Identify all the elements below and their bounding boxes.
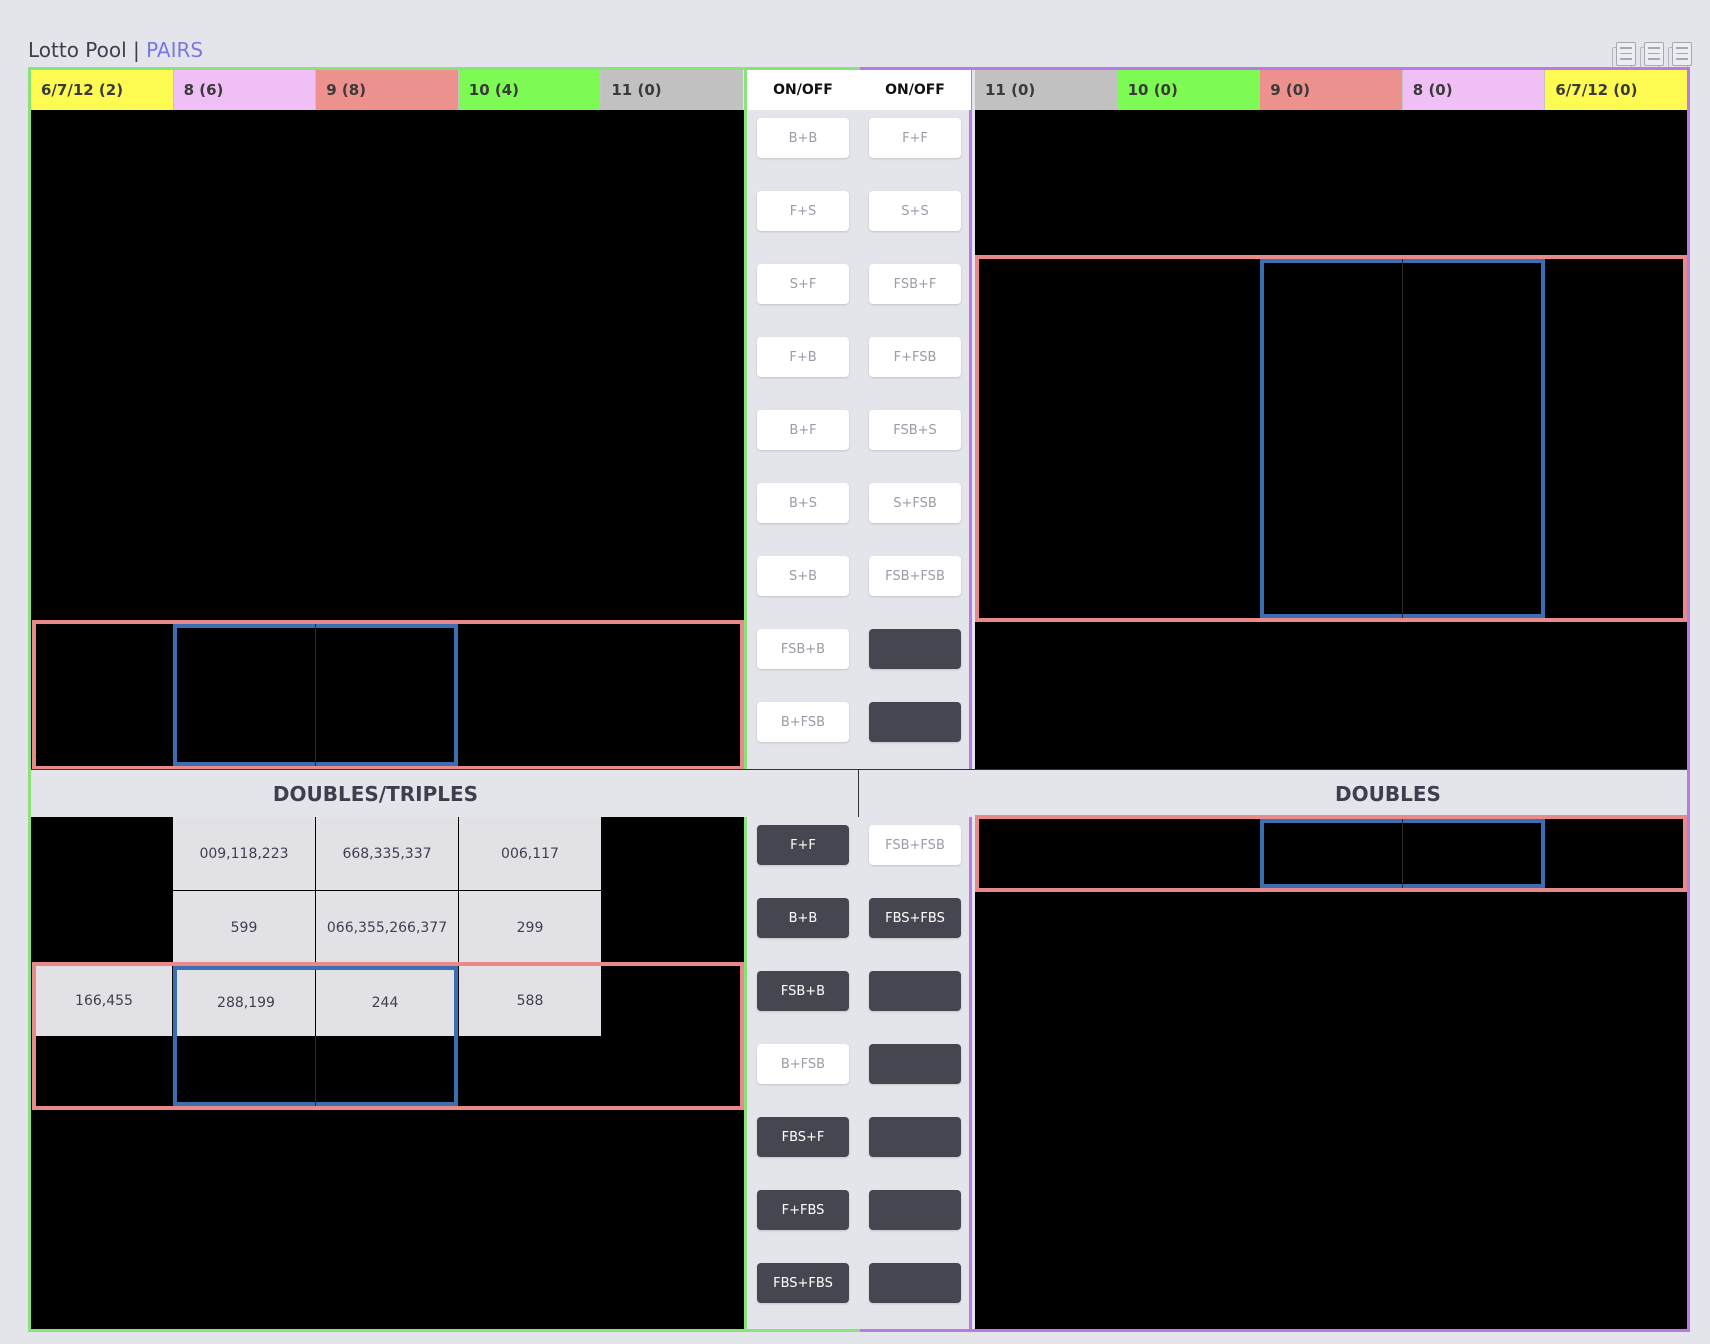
header-cell-8[interactable]: 8 (6) [173,70,317,110]
section-doubles: DOUBLES [859,769,1687,817]
toggle-f-b[interactable]: F+B [757,337,849,377]
toggle-s-fsb[interactable]: S+FSB [869,483,961,523]
toggle-f-f[interactable]: F+F [757,825,849,865]
toggle-empty[interactable] [869,1190,961,1230]
grid-divider [315,624,316,766]
grid-divider [1402,819,1403,888]
toggle-fsb-b[interactable]: FSB+B [757,971,849,1011]
toggle-s-f[interactable]: S+F [757,264,849,304]
header-cell-9[interactable]: 9 (8) [316,70,459,110]
grid-divider [315,1036,316,1106]
toggle-b-b[interactable]: B+B [757,118,849,158]
grid-cell[interactable]: 166,455 [36,966,172,1036]
toggle-fsb-fsb[interactable]: FSB+FSB [869,556,961,596]
header-cell-10[interactable]: 10 (0) [1117,70,1261,110]
copy-icon[interactable] [1640,42,1664,69]
grid-cell[interactable]: 668,335,337 [316,817,458,890]
header-cell-6-7-12[interactable]: 6/7/12 (0) [1545,70,1687,110]
toggle-f-fsb[interactable]: F+FSB [869,337,961,377]
page-subtitle: PAIRS [146,38,204,62]
grid-cell[interactable]: 599 [173,891,315,964]
page-title: Lotto Pool | PAIRS [28,38,203,62]
toggle-fsb-s[interactable]: FSB+S [869,410,961,450]
toggle-f-f[interactable]: F+F [869,118,961,158]
app-title: Lotto Pool [28,38,127,62]
section-title: DOUBLES/TRIPLES [272,781,479,806]
toggle-fbs-fbs[interactable]: FBS+FBS [757,1263,849,1303]
toggle-empty[interactable] [869,629,961,669]
toggle-s-b[interactable]: S+B [757,556,849,596]
section-title: DOUBLES [1335,781,1441,806]
toggle-fbs-fbs[interactable]: FBS+FBS [869,898,961,938]
toggle-fsb-b[interactable]: FSB+B [757,629,849,669]
toggle-b-fsb[interactable]: B+FSB [757,1044,849,1084]
toggle-f-fbs[interactable]: F+FBS [757,1190,849,1230]
toggle-fsb-fsb[interactable]: FSB+FSB [869,825,961,865]
toggle-b-s[interactable]: B+S [757,483,849,523]
header-cell-10[interactable]: 10 (4) [458,70,602,110]
toggle-b-f[interactable]: B+F [757,410,849,450]
toggle-fsb-f[interactable]: FSB+F [869,264,961,304]
section-doubles-triples: DOUBLES/TRIPLES [31,769,859,817]
right-panel-frame [860,67,1690,1332]
toggle-fbs-f[interactable]: FBS+F [757,1117,849,1157]
grid-cell[interactable]: 006,117 [459,817,601,890]
toggle-b-b[interactable]: B+B [757,898,849,938]
doubles-grid [975,817,1687,1329]
header-cell-11[interactable]: 11 (0) [601,70,743,110]
grid-cell[interactable]: 288,199 [177,970,315,1036]
copy-icon[interactable] [1668,42,1692,69]
grid-cell[interactable]: 588 [459,966,601,1036]
header-cell-9[interactable]: 9 (0) [1260,70,1403,110]
top-toolbar [1612,42,1692,69]
toggle-s-s[interactable]: S+S [869,191,961,231]
toggle-b-fsb[interactable]: B+FSB [757,702,849,742]
header-cell-6-7-12[interactable]: 6/7/12 (2) [31,70,174,110]
grid-cell[interactable]: 009,118,223 [173,817,315,890]
toggle-empty[interactable] [869,971,961,1011]
title-separator: | [126,38,147,62]
grid-divider [1402,259,1403,618]
toggle-empty[interactable] [869,1117,961,1157]
left-panel-frame [28,67,860,1332]
left-header-row: 6/7/12 (2) 8 (6) 9 (8) 10 (4) 11 (0) [31,70,743,110]
grid-cell[interactable]: 244 [316,970,454,1036]
toggle-empty[interactable] [869,702,961,742]
toggle-f-s[interactable]: F+S [757,191,849,231]
header-cell-11[interactable]: 11 (0) [975,70,1118,110]
left-pairs-grid [31,110,744,769]
right-header-row: 11 (0) 10 (0) 9 (0) 8 (0) 6/7/12 (0) [975,70,1687,110]
copy-icon[interactable] [1612,42,1636,69]
toggle-empty[interactable] [869,1263,961,1303]
right-pairs-grid [975,110,1687,769]
grid-cell[interactable]: 066,355,266,377 [316,891,458,964]
on-off-toggle-right[interactable]: ON/OFF [859,70,971,110]
grid-cell[interactable]: 299 [459,891,601,964]
on-off-toggle-left[interactable]: ON/OFF [747,70,859,110]
header-cell-8[interactable]: 8 (0) [1402,70,1546,110]
toggle-empty[interactable] [869,1044,961,1084]
